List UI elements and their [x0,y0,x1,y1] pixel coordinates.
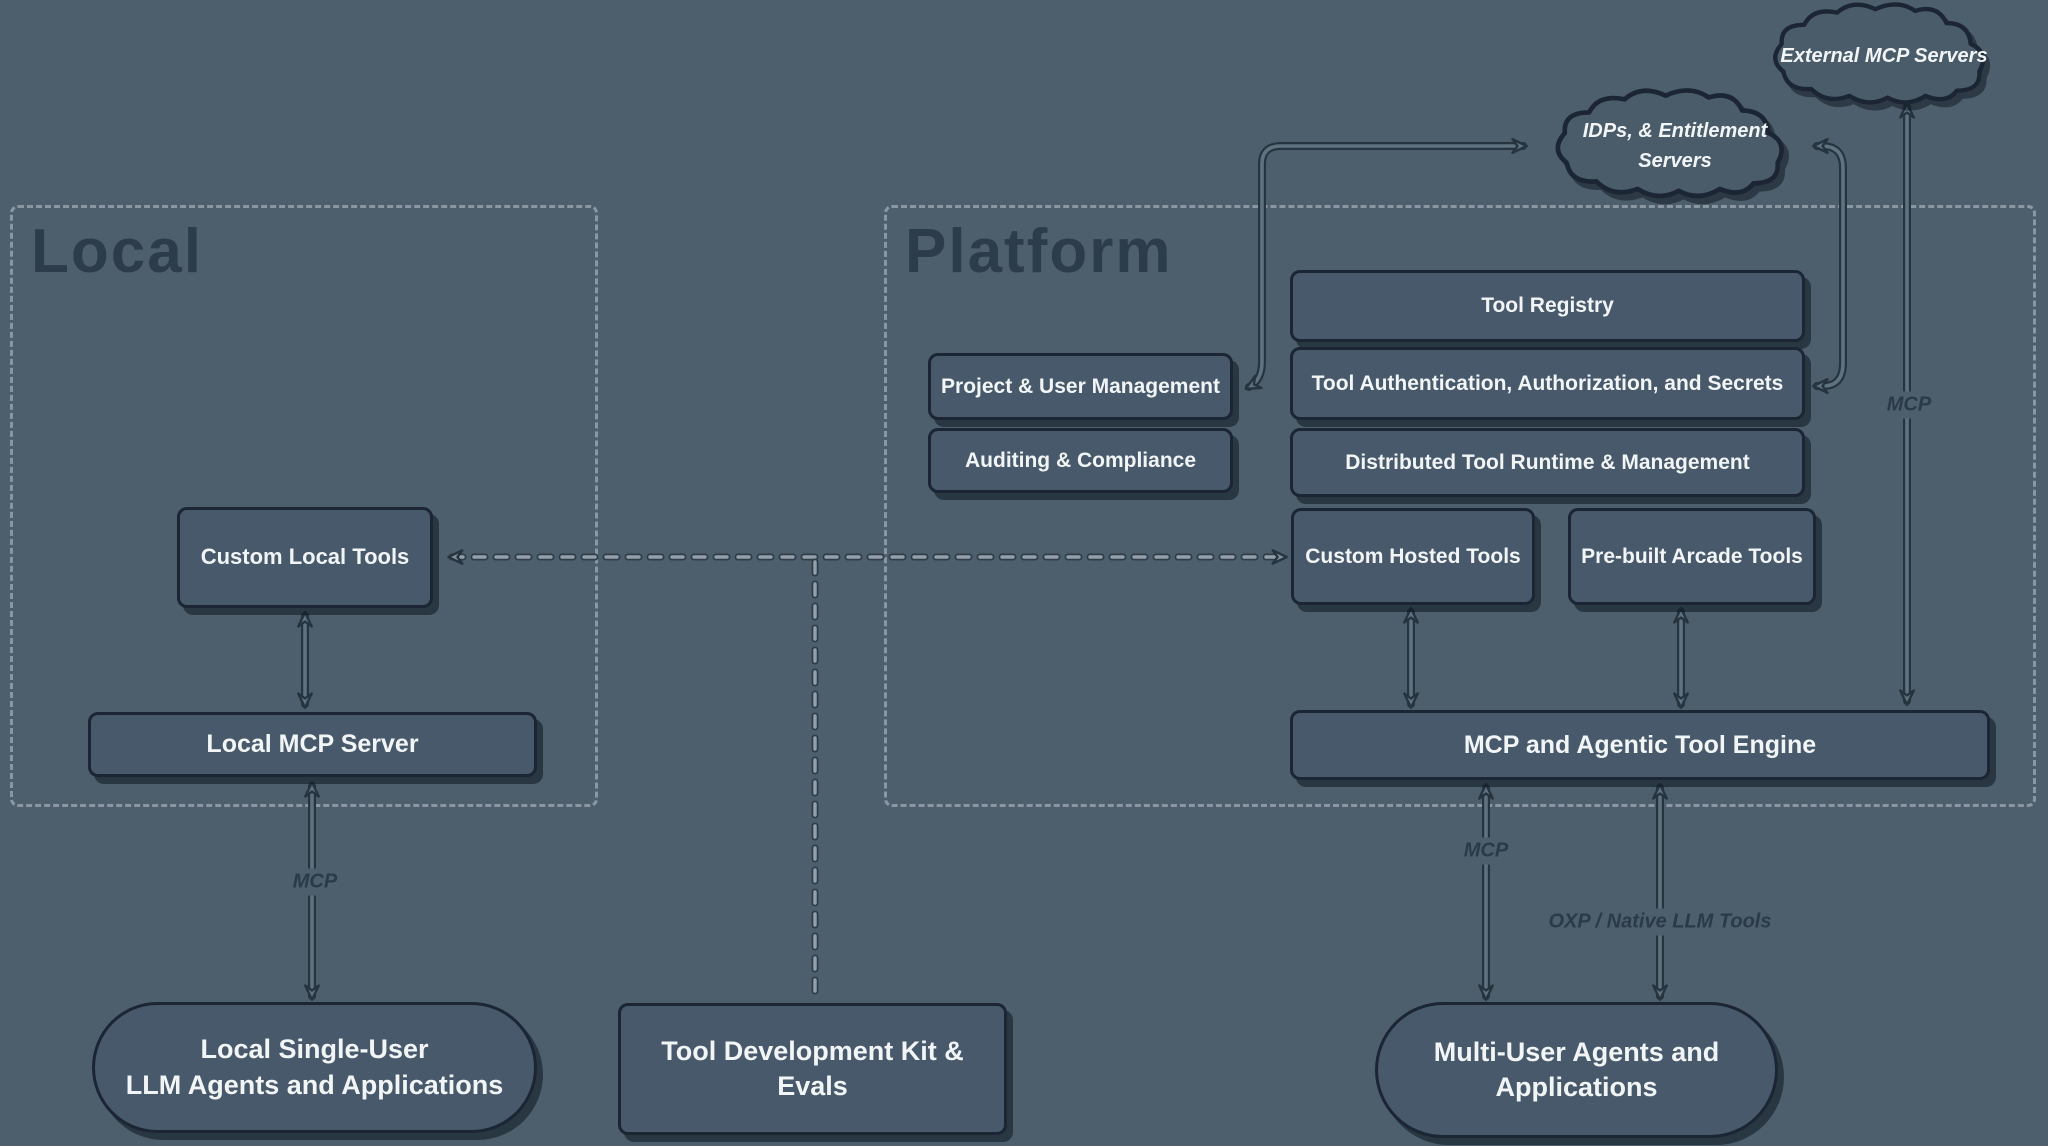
custom-hosted-tools-node: Custom Hosted Tools [1291,508,1535,605]
edge-pum-to-idps [1244,138,1528,391]
prebuilt-arcade-tools-node: Pre-built Arcade Tools [1568,508,1816,605]
mcp-agentic-tool-engine-node: MCP and Agentic Tool Engine [1290,710,1990,780]
project-user-management-node: Project & User Management [928,353,1233,420]
local-region: Local [10,205,598,807]
local-single-user-agents-node: Local Single-User LLM Agents and Applica… [92,1002,537,1133]
distributed-tool-runtime-node: Distributed Tool Runtime & Management [1290,428,1805,497]
platform-region-title: Platform [905,217,1173,286]
tool-registry-node: Tool Registry [1290,270,1805,342]
edge-toolauth-to-idps [1812,138,1847,394]
edge-label-external-mcp: MCP [1878,391,1940,419]
idp-entitlement-servers-label: IDPs, & Entitlement Servers [1582,120,1768,172]
external-mcp-servers-label: External MCP Servers [1780,45,1988,67]
cloud-shape [1555,88,1784,199]
multi-user-agents-node: Multi-User Agents and Applications [1375,1002,1778,1138]
custom-local-tools-node: Custom Local Tools [177,507,433,608]
external-mcp-servers-cloud: External MCP Servers [1762,2,2006,108]
auditing-compliance-node: Auditing & Compliance [928,428,1233,493]
tool-development-kit-node: Tool Development Kit & Evals [618,1003,1007,1135]
edge-label-engine-oxp: OXP / Native LLM Tools [1540,908,1780,936]
edge-label-local-mcp: MCP [284,868,346,896]
edge-label-engine-mcp: MCP [1455,837,1517,865]
local-region-title: Local [31,217,203,286]
idp-entitlement-servers-cloud: IDPs, & Entitlement Servers [1536,88,1814,202]
tool-auth-secrets-node: Tool Authentication, Authorization, and … [1290,347,1805,420]
cloud-shape [1773,2,1986,105]
local-mcp-server-node: Local MCP Server [88,712,537,777]
